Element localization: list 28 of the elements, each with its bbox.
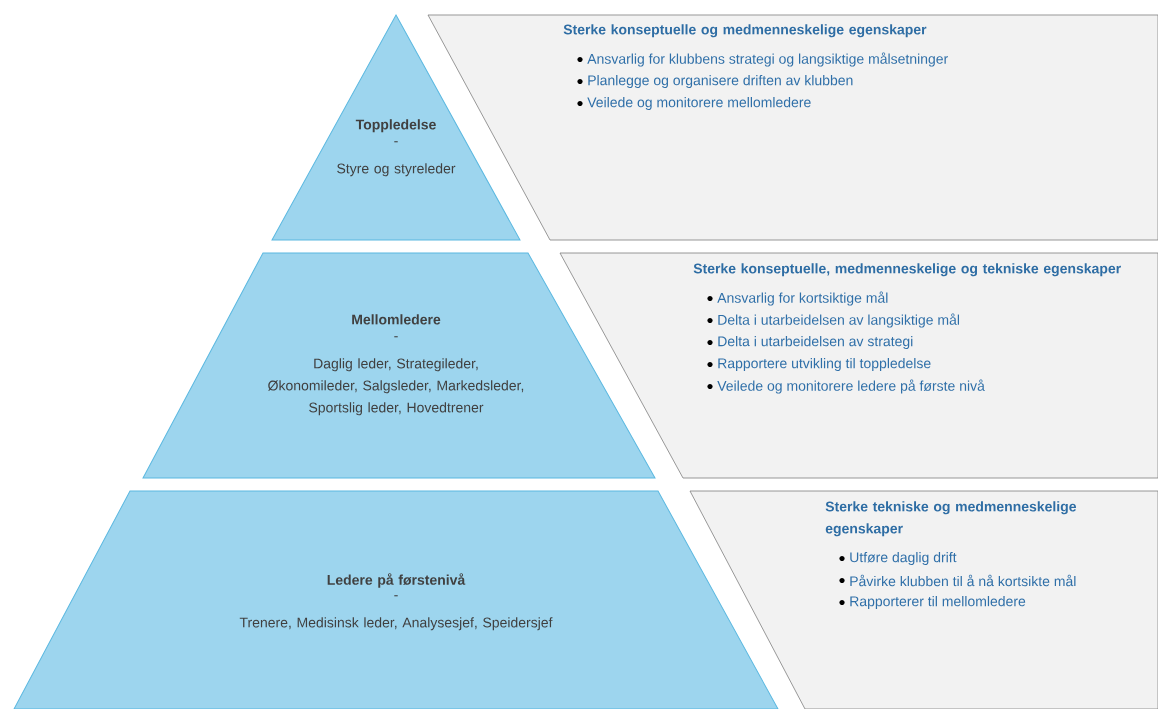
panel-heading: Sterke konseptuelle og medmenneskelige egenskaper (563, 24, 927, 38)
tier-roles: Styre og styreleder (337, 163, 456, 177)
separator-dash: - (394, 336, 398, 338)
tier-title: Toppledelse (355, 119, 436, 133)
description-panel (689, 490, 1158, 709)
bullet-item: Ansvarlig for klubbens strategi og langsiktige målsetninger (577, 52, 948, 67)
separator-dash: - (394, 595, 398, 597)
bullet-item: Veilede og monitorere ledere på første nivå (707, 379, 985, 394)
bullet-item: Delta i utarbeidelsen av langsiktige mål (707, 313, 960, 328)
bullet-item: Rapportere utvikling til toppledelse (707, 358, 931, 372)
pyramid-tier (271, 14, 521, 241)
bullet-item: Utføre daglig drift (839, 552, 957, 566)
bullet-item: Planlegge og organisere driften av klubben (577, 75, 853, 89)
pyramid-tier (13, 490, 779, 709)
bullet-item: Ansvarlig for kortsiktige mål (707, 291, 888, 306)
tier-roles: Daglig leder, Strategileder, Økonomileder, Salgsleder, Markedsleder, Sportslig leder, Hovedtrener (268, 358, 524, 416)
separator-dash: - (394, 141, 398, 143)
panel-heading: Sterke konseptuelle, medmenneskelige og tekniske egenskaper (693, 263, 1121, 277)
description-panel (559, 252, 1158, 479)
bullet-item: Rapporterer til mellomledere (839, 596, 1026, 610)
pyramid-tier (142, 252, 656, 479)
bullet-item: Delta i utarbeidelsen av strategi (707, 336, 913, 350)
tier-title: Ledere på førstenivå (327, 573, 466, 588)
bullet-item: Veilede og monitorere mellomledere (577, 97, 811, 111)
tier-roles: Trenere, Medisinsk leder, Analysesjef, Speidersjef (239, 617, 553, 631)
tier-title: Mellomledere (352, 314, 441, 325)
bullet-item: Påvirke klubben til å nå kortsikte mål (839, 574, 1076, 587)
panel-heading: Sterke tekniske og medmenneskelige egenskaper (825, 501, 1077, 537)
